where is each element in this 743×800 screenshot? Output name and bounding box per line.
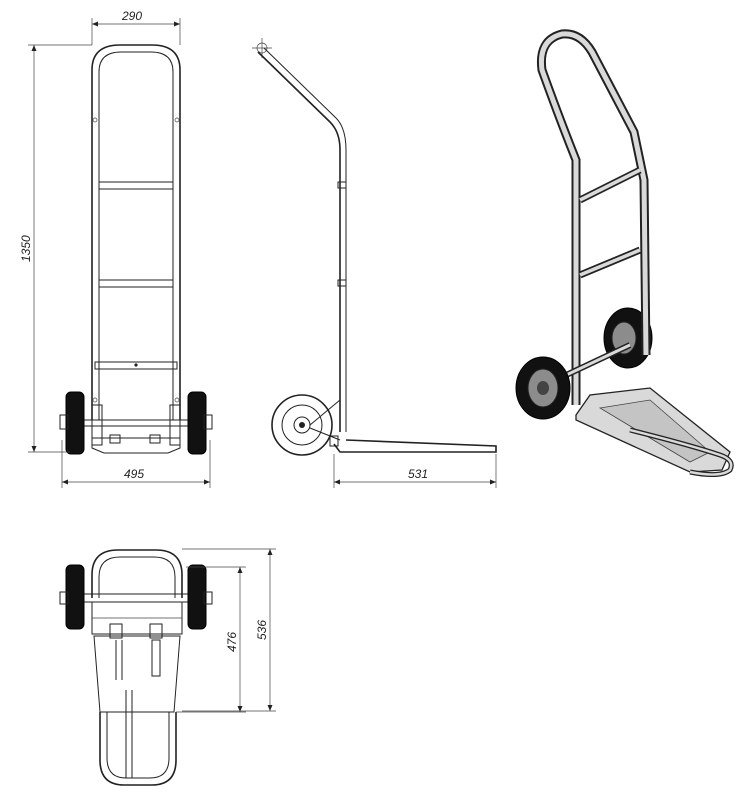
dim-top-length-outer: 536 (255, 620, 269, 640)
dim-top-length-inner: 476 (225, 632, 239, 652)
dim-side-nose-length: 531 (408, 467, 428, 481)
top-view: 476 536 (59, 548, 276, 786)
isometric-view (515, 29, 734, 478)
dim-front-width-bottom: 495 (124, 467, 144, 481)
front-view: 290 1350 495 (19, 9, 213, 488)
dim-front-width-top: 290 (121, 9, 142, 23)
side-view: 531 (252, 38, 497, 488)
dim-front-height: 1350 (19, 235, 33, 262)
